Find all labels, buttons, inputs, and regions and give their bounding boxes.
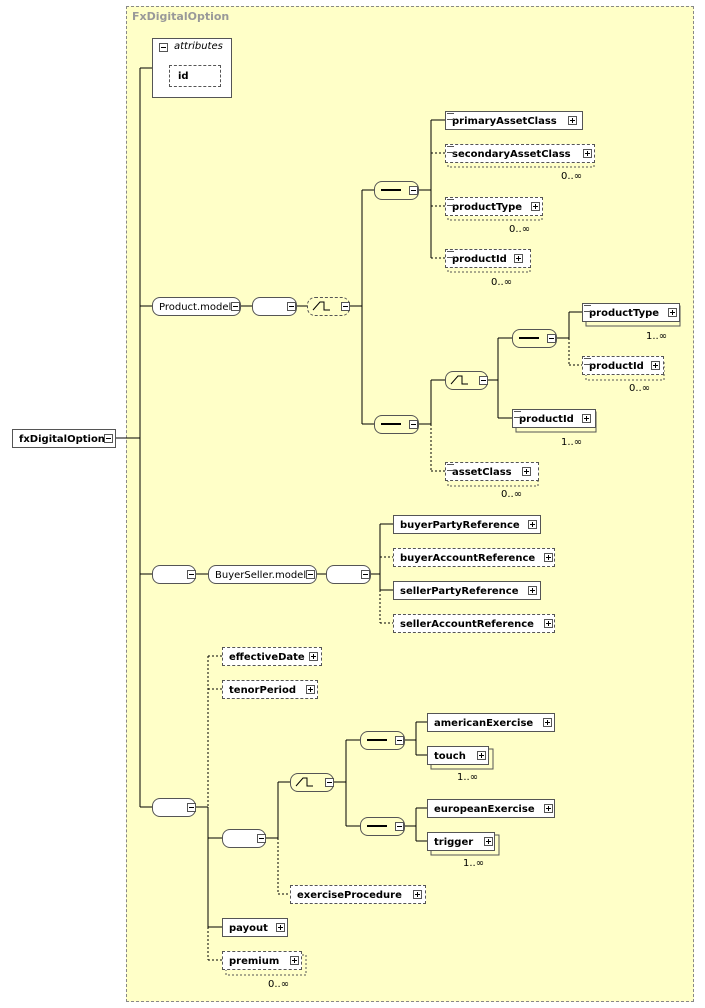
productid-element[interactable]: productId <box>445 249 531 268</box>
sequence-compositor[interactable] <box>252 297 297 316</box>
effectivedate-element[interactable]: effectiveDate <box>222 647 322 666</box>
buyeraccountreference-element[interactable]: buyerAccountReference <box>393 548 555 567</box>
productid-element[interactable]: productId <box>582 356 664 375</box>
expand-icon[interactable] <box>582 414 591 423</box>
collapse-icon[interactable] <box>187 570 196 579</box>
buyerpartyreference-element[interactable]: buyerPartyReference <box>393 515 541 534</box>
trigger-element[interactable]: trigger <box>427 832 495 851</box>
collapse-icon[interactable] <box>547 334 556 343</box>
documentation-icon <box>584 305 591 312</box>
collapse-icon[interactable] <box>231 302 240 311</box>
assetclass-element[interactable]: assetClass <box>445 462 539 481</box>
collapse-icon[interactable] <box>409 420 418 429</box>
attributes-label: attributes <box>174 41 223 52</box>
documentation-icon <box>447 251 454 258</box>
expand-icon[interactable] <box>276 923 285 932</box>
sequence-compositor[interactable] <box>360 731 405 750</box>
collapse-icon[interactable] <box>104 434 113 443</box>
collapse-icon[interactable] <box>361 570 370 579</box>
expand-icon[interactable] <box>651 361 660 370</box>
europeanexercise-element[interactable]: europeanExercise <box>427 799 555 818</box>
sequence-compositor[interactable] <box>512 329 557 348</box>
cardinality: 1..∞ <box>457 772 479 783</box>
expand-icon[interactable] <box>290 956 299 965</box>
expand-icon[interactable] <box>309 652 318 661</box>
cardinality: 0..∞ <box>561 171 583 182</box>
selleraccountreference-element[interactable]: sellerAccountReference <box>393 614 555 633</box>
cardinality: 0..∞ <box>501 489 523 500</box>
expand-icon[interactable] <box>413 890 422 899</box>
documentation-icon <box>584 358 591 365</box>
expand-icon[interactable] <box>514 254 523 263</box>
producttype-element[interactable]: productType <box>582 303 680 322</box>
collapse-icon[interactable] <box>409 186 418 195</box>
expand-icon[interactable] <box>528 520 537 529</box>
sequence-compositor[interactable] <box>374 181 419 200</box>
fxdigitaloption-type-panel <box>126 6 694 1002</box>
productid-element[interactable]: productId <box>512 409 596 428</box>
documentation-icon <box>447 199 454 206</box>
collapse-icon[interactable] <box>479 376 488 385</box>
collapse-icon[interactable] <box>187 803 196 812</box>
collapse-icon[interactable] <box>325 778 334 787</box>
expand-icon[interactable] <box>306 685 315 694</box>
expand-icon[interactable] <box>544 619 553 628</box>
collapse-icon[interactable] <box>395 822 404 831</box>
collapse-icon[interactable] <box>341 302 350 311</box>
collapse-icon[interactable] <box>287 302 296 311</box>
secondaryassetclass-element[interactable]: secondaryAssetClass <box>445 144 595 163</box>
expand-icon[interactable] <box>477 751 486 760</box>
collapse-icon[interactable] <box>395 736 404 745</box>
sellerpartyreference-element[interactable]: sellerPartyReference <box>393 581 541 600</box>
tenorperiod-element[interactable]: tenorPeriod <box>222 680 318 699</box>
fxdigitaloption-element[interactable]: fxDigitalOption <box>12 429 116 448</box>
expand-icon[interactable] <box>583 149 592 158</box>
expand-icon[interactable] <box>544 553 553 562</box>
expand-icon[interactable] <box>531 202 540 211</box>
cardinality: 0..∞ <box>509 224 531 235</box>
cardinality: 0..∞ <box>629 383 651 394</box>
documentation-icon <box>447 113 454 120</box>
collapse-icon[interactable] <box>306 570 315 579</box>
cardinality: 1..∞ <box>561 437 583 448</box>
expand-icon[interactable] <box>484 837 493 846</box>
product-model-group[interactable]: Product.model <box>152 297 241 316</box>
panel-title: FxDigitalOption <box>132 10 230 23</box>
expand-icon[interactable] <box>668 308 677 317</box>
documentation-icon <box>514 411 521 418</box>
producttype-element[interactable]: productType <box>445 197 543 216</box>
expand-icon[interactable] <box>543 718 552 727</box>
documentation-icon <box>447 146 454 153</box>
sequence-compositor[interactable] <box>374 415 419 434</box>
primaryassetclass-element[interactable]: primaryAssetClass <box>445 111 583 130</box>
americanexercise-element[interactable]: americanExercise <box>427 713 555 732</box>
cardinality: 0..∞ <box>491 277 513 288</box>
sequence-compositor[interactable] <box>360 817 405 836</box>
expand-icon[interactable] <box>568 116 577 125</box>
payout-element[interactable]: payout <box>222 918 288 937</box>
premium-element[interactable]: premium <box>222 951 302 970</box>
collapse-icon[interactable] <box>257 834 266 843</box>
cardinality: 1..∞ <box>463 858 485 869</box>
documentation-icon <box>447 464 454 471</box>
touch-element[interactable]: touch <box>427 746 489 765</box>
cardinality: 0..∞ <box>268 979 290 990</box>
exerciseprocedure-element[interactable]: exerciseProcedure <box>290 885 426 904</box>
expand-icon[interactable] <box>544 804 553 813</box>
collapse-icon[interactable] <box>159 43 168 52</box>
expand-icon[interactable] <box>522 467 531 476</box>
sequence-compositor[interactable] <box>326 565 371 584</box>
expand-icon[interactable] <box>528 586 537 595</box>
cardinality: 1..∞ <box>646 331 668 342</box>
buyerseller-model-group[interactable]: BuyerSeller.model <box>208 565 317 584</box>
attribute-id[interactable]: id <box>169 65 221 87</box>
